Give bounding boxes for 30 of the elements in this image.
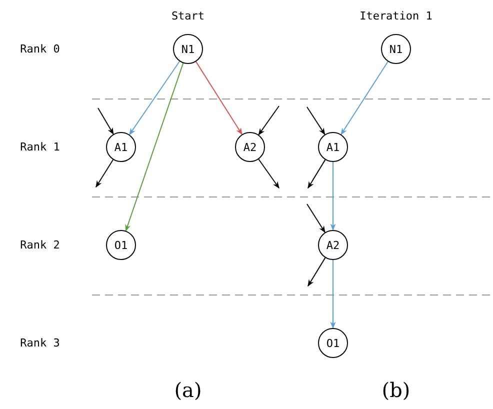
arrow <box>306 204 326 233</box>
rank-label: Rank 3 <box>20 336 60 350</box>
node-circle: O1 <box>318 328 348 358</box>
rank-label: Rank 2 <box>20 238 60 252</box>
node-circle: A2 <box>235 132 265 162</box>
arrow <box>96 159 114 188</box>
arrow <box>306 106 326 135</box>
node-circle: O1 <box>106 230 136 260</box>
arrow <box>340 61 388 135</box>
node-circle: A1 <box>106 132 136 162</box>
column-heading: Start <box>171 10 205 22</box>
node-circle: N1 <box>381 34 411 64</box>
arrow <box>258 106 280 136</box>
node-circle: A2 <box>318 230 348 260</box>
arrow <box>125 62 184 232</box>
column-heading: Iteration 1 <box>360 10 432 22</box>
subfigure-label: (b) <box>382 378 410 402</box>
arrow <box>258 158 280 189</box>
arrow <box>196 61 242 135</box>
arrow <box>308 257 326 287</box>
subfigure-label: (a) <box>174 378 202 402</box>
node-circle: A1 <box>318 132 348 162</box>
rank-label: Rank 0 <box>20 42 60 56</box>
arrow <box>128 60 180 136</box>
arrow <box>308 159 326 189</box>
arrow <box>98 108 114 135</box>
arrow <box>330 260 336 329</box>
rank-label: Rank 1 <box>20 140 60 154</box>
node-circle: N1 <box>173 34 203 64</box>
arrow <box>330 162 336 231</box>
